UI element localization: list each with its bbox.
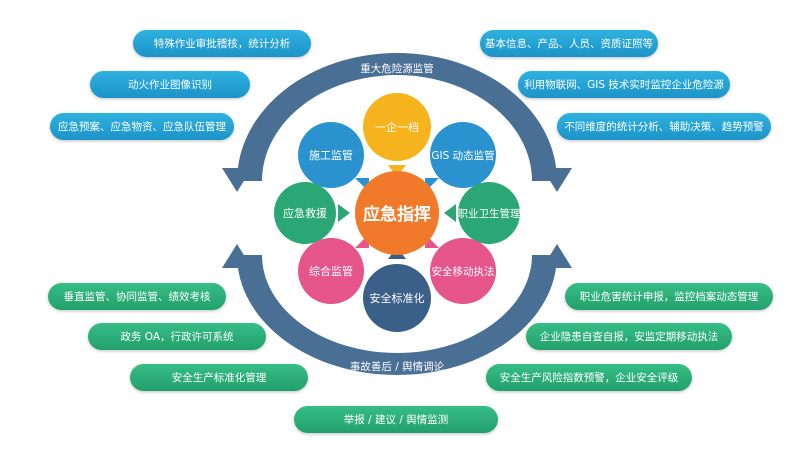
pill-bottom-left-1[interactable]: 垂直监管、协同监管、绩效考核 — [48, 283, 226, 310]
center-circle[interactable]: 应急指挥 — [355, 171, 439, 255]
pill-label: 利用物联网、GIS 技术实时监控企业危险源 — [524, 79, 724, 91]
bottom-arc-right-arrowhead — [542, 244, 572, 268]
svg-text:GIS 动态监管: GIS 动态监管 — [431, 149, 494, 162]
svg-text:综合监管: 综合监管 — [309, 264, 353, 278]
circle-lower-right[interactable]: 安全移动执法 — [430, 238, 496, 304]
pill-bottom-left-2[interactable]: 政务 OA，行政许可系统 — [88, 323, 266, 350]
circle-bottom[interactable]: 安全标准化 — [363, 264, 431, 332]
svg-text:施工监管: 施工监管 — [309, 148, 353, 162]
pill-bottom-left-3[interactable]: 安全生产标准化管理 — [130, 364, 308, 391]
pill-label: 基本信息、产品、人员、资质证照等 — [485, 38, 653, 50]
pill-bottom-right-1[interactable]: 职业危害统计申报，监控档案动态管理 — [565, 283, 773, 310]
pill-top-right-3[interactable]: 不同维度的统计分析、辅助决策、趋势预警 — [557, 113, 771, 140]
pill-label: 举报 / 建议 / 舆情监测 — [343, 414, 449, 426]
circle-right[interactable]: 职业卫生管理 — [458, 182, 521, 244]
pill-top-right-2[interactable]: 利用物联网、GIS 技术实时监控企业危险源 — [518, 71, 730, 98]
pill-label: 特殊作业审批稽核，统计分析 — [153, 38, 291, 50]
svg-text:应急救援: 应急救援 — [283, 206, 327, 220]
circle-upper-left[interactable]: 施工监管 — [298, 122, 364, 188]
pill-top-left-2[interactable]: 动火作业图像识别 — [90, 71, 250, 98]
bottom-arc-label: 事故善后 / 舆情调论 — [350, 360, 445, 373]
svg-text:安全移动执法: 安全移动执法 — [432, 265, 495, 278]
circle-top[interactable]: 一企一档 — [363, 93, 431, 161]
top-arc — [237, 53, 557, 181]
svg-text:职业卫生管理: 职业卫生管理 — [458, 207, 521, 220]
circle-upper-right[interactable]: GIS 动态监管 — [430, 122, 496, 188]
pill-label: 动火作业图像识别 — [128, 79, 212, 91]
pill-bottom-center[interactable]: 举报 / 建议 / 舆情监测 — [294, 406, 498, 433]
arrow-from-right — [444, 204, 456, 222]
pill-bottom-right-3[interactable]: 安全生产风险指数预警，企业安全评级 — [486, 364, 692, 391]
pill-label: 不同维度的统计分析、辅助决策、趋势预警 — [564, 121, 764, 133]
bottom-arc — [237, 255, 557, 375]
pill-top-right-1[interactable]: 基本信息、产品、人员、资质证照等 — [480, 30, 658, 57]
svg-text:安全标准化: 安全标准化 — [370, 291, 425, 305]
svg-text:应急指挥: 应急指挥 — [363, 204, 431, 225]
pill-label: 职业危害统计申报，监控档案动态管理 — [579, 291, 759, 303]
pill-top-left-1[interactable]: 特殊作业审批稽核，统计分析 — [133, 30, 311, 57]
top-arc-right-arrowhead — [542, 168, 572, 192]
top-arc-label: 重大危险源监管 — [360, 62, 434, 75]
circle-lower-left[interactable]: 综合监管 — [298, 238, 364, 304]
pill-top-left-3[interactable]: 应急预案、应急物资、应急队伍管理 — [50, 113, 234, 140]
bottom-arc-left-arrowhead — [222, 244, 252, 268]
svg-text:一企一档: 一企一档 — [375, 120, 419, 134]
pill-label: 安全生产标准化管理 — [171, 372, 267, 384]
pill-bottom-right-2[interactable]: 企业隐患自查自报，安监定期移动执法 — [526, 323, 732, 350]
pill-label: 安全生产风险指数预警，企业安全评级 — [499, 372, 679, 384]
pill-label: 垂直监管、协同监管、绩效考核 — [63, 291, 211, 303]
arrow-from-left — [338, 204, 350, 222]
pill-label: 政务 OA，行政许可系统 — [120, 331, 234, 343]
circle-left[interactable]: 应急救援 — [274, 182, 336, 244]
pill-label: 应急预案、应急物资、应急队伍管理 — [58, 121, 226, 133]
pill-label: 企业隐患自查自报，安监定期移动执法 — [539, 331, 719, 343]
top-arc-left-arrowhead — [222, 168, 252, 192]
